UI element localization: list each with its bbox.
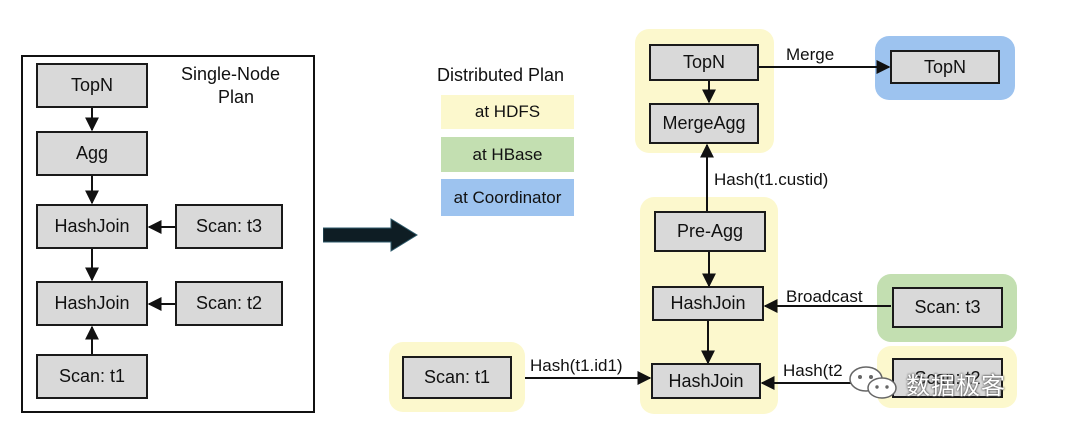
legend-item-hdfs: at HDFS xyxy=(441,95,574,129)
sn-agg-node: Agg xyxy=(36,131,148,176)
wechat-logo-icon xyxy=(849,366,897,399)
sn-topn-node: TopN xyxy=(36,63,148,108)
edge-label-merge: Merge xyxy=(786,45,835,64)
single-node-plan-frame xyxy=(21,55,315,413)
sn-scan-t1-node: Scan: t1 xyxy=(36,354,148,399)
transition-arrow-icon xyxy=(323,218,418,252)
sn-hashjoin-upper-node: HashJoin xyxy=(36,204,148,249)
dist-scan-t1-node: Scan: t1 xyxy=(402,356,512,399)
dist-scan-t2-node: Scan: t2 xyxy=(892,358,1003,398)
dist-mergeagg-node: MergeAgg xyxy=(649,103,759,144)
edge-label-hash-id1: Hash(t1.id1) xyxy=(530,356,623,375)
dist-preagg-node: Pre-Agg xyxy=(654,211,766,252)
single-node-title-line2: Plan xyxy=(218,87,255,107)
dist-coordinator-topn-node: TopN xyxy=(890,50,1000,84)
watermark-text: 数据极客 xyxy=(906,372,1006,400)
edge-label-hash-custid: Hash(t1.custid) xyxy=(714,170,829,189)
single-node-title-line1: Single-Node xyxy=(181,64,281,84)
dist-hashjoin-upper-node: HashJoin xyxy=(652,286,764,321)
dist-scan-t3-node: Scan: t3 xyxy=(892,287,1003,328)
legend-title: Distributed Plan xyxy=(437,65,565,85)
legend-item-hbase: at HBase xyxy=(441,137,574,172)
sn-hashjoin-lower-node: HashJoin xyxy=(36,281,148,326)
dist-hashjoin-lower-node: HashJoin xyxy=(651,363,761,399)
sn-scan-t3-node: Scan: t3 xyxy=(175,204,283,249)
sn-scan-t2-node: Scan: t2 xyxy=(175,281,283,326)
edge-label-hash-t2: Hash(t2 xyxy=(783,361,843,380)
dist-topn-node: TopN xyxy=(649,44,759,81)
edge-label-broadcast: Broadcast xyxy=(786,287,863,306)
legend-item-coordinator: at Coordinator xyxy=(441,179,574,216)
